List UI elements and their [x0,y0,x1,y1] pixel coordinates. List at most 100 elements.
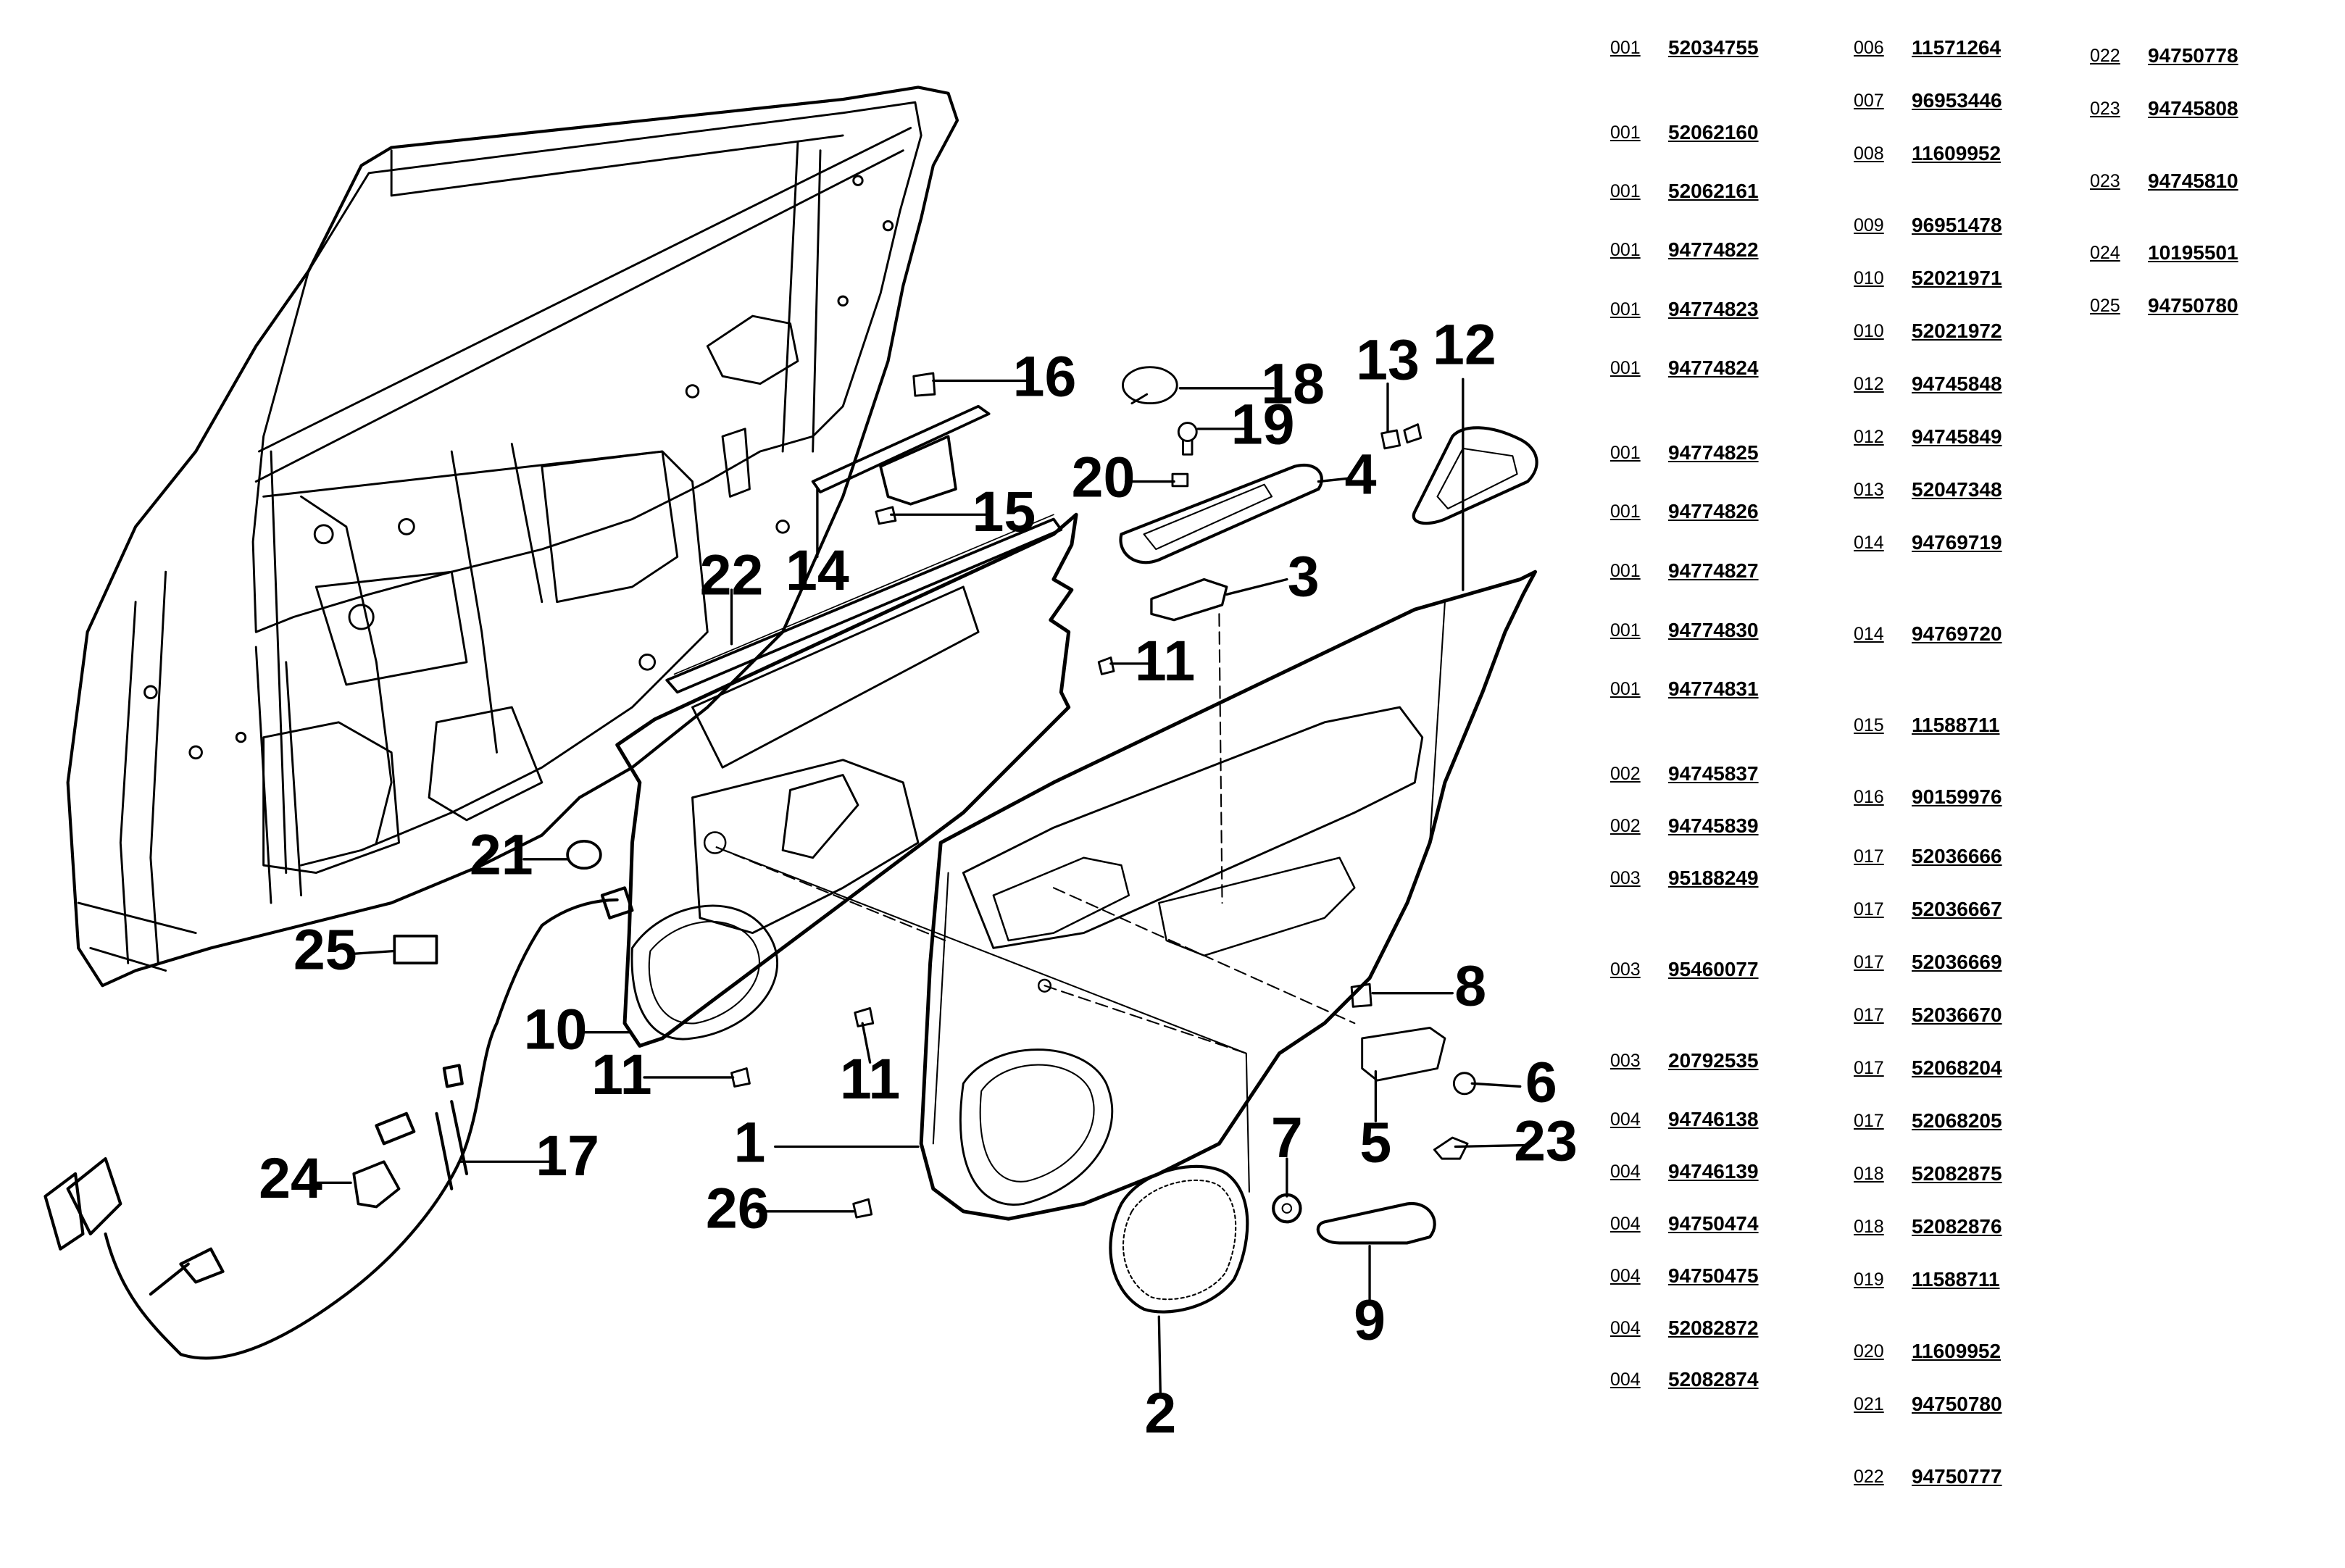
part-number-link[interactable]: 52082876 [1912,1215,2002,1238]
part-number-link[interactable]: 11609952 [1912,142,2002,164]
part-ref-number: 001 [1610,620,1641,641]
part-number-link[interactable]: 52082875 [1912,1162,2002,1185]
callout-label: 19 [1231,393,1295,456]
callout-label: 16 [1013,344,1077,408]
part-number-link[interactable]: 94745837 [1668,762,1759,785]
part-number-link[interactable]: 94750474 [1668,1212,1759,1235]
part-number-link[interactable]: 94769719 [1912,531,2002,554]
speaker-grille [1109,1164,1249,1314]
part-number-link[interactable]: 96951478 [1912,214,2002,236]
foam-pad [393,934,438,965]
part-number-link[interactable]: 94774827 [1668,559,1759,582]
part-number-link[interactable]: 94774826 [1668,500,1759,522]
part-number-link[interactable]: 94774822 [1668,238,1759,261]
part-number-link[interactable]: 95460077 [1668,958,1759,980]
part-ref-number: 010 [1854,268,1884,288]
parts-list-row: 010 52021971 [1838,264,2048,293]
part-number-link[interactable]: 94774823 [1668,298,1759,320]
part-number-link[interactable]: 52082872 [1668,1317,1759,1339]
part-number-link[interactable]: 94774824 [1668,356,1759,379]
part-number-link[interactable]: 94769720 [1912,622,2002,645]
part-ref-number: 004 [1610,1369,1641,1390]
part-ref-number: 001 [1610,358,1641,378]
callout-label: 11 [840,1047,900,1111]
part-number-link[interactable]: 52062161 [1668,180,1759,202]
part-ref-number: 017 [1854,952,1884,972]
part-number-link[interactable]: 94745808 [2148,97,2238,120]
part-number-link[interactable]: 94750780 [1912,1393,2002,1415]
part-number-link[interactable]: 10195501 [2148,241,2238,264]
part-ref-number: 022 [1854,1467,1884,1487]
part-number-link[interactable]: 52068204 [1912,1056,2002,1079]
part-number-link[interactable]: 52082874 [1668,1368,1759,1390]
part-number-link[interactable]: 94750778 [2148,44,2238,67]
part-number-link[interactable]: 52034755 [1668,36,1759,59]
part-number-link[interactable]: 52021971 [1912,267,2002,289]
part-ref-number: 020 [1854,1341,1884,1361]
part-number-link[interactable]: 52068205 [1912,1109,2002,1132]
callout-label: 17 [536,1124,599,1188]
mounting-bracket [811,404,991,506]
callout-label: 3 [1288,544,1320,608]
part-number-link[interactable]: 94750777 [1912,1465,2002,1488]
part-number-link[interactable]: 94750780 [2148,294,2238,317]
part-number-link[interactable]: 52036667 [1912,898,2002,920]
part-number-link[interactable]: 11609952 [1912,1340,2002,1362]
part-ref-number: 003 [1610,868,1641,888]
part-number-link[interactable]: 52062160 [1668,121,1759,143]
callout-label: 14 [786,538,849,602]
part-number-link[interactable]: 52036670 [1912,1004,2002,1026]
part-number-link[interactable]: 94745848 [1912,372,2002,395]
parts-list-row: 003 95188249 [1594,864,1804,893]
part-number-link[interactable]: 52047348 [1912,478,2002,501]
parts-list-row: 001 94774827 [1594,556,1804,585]
part-number-link[interactable]: 52021972 [1912,320,2002,342]
callout-label: 7 [1271,1106,1303,1169]
part-ref-number: 004 [1610,1214,1641,1234]
part-number-link[interactable]: 52036666 [1912,845,2002,867]
part-number-link[interactable]: 11588711 [1912,1268,2000,1290]
part-number-link[interactable]: 94750475 [1668,1264,1759,1287]
part-number-link[interactable]: 20792535 [1668,1049,1759,1072]
callout-label: 20 [1072,445,1136,509]
callout-label: 26 [706,1177,770,1240]
parts-list-row: 001 94774830 [1594,616,1804,645]
part-number-link[interactable]: 96953446 [1912,89,2002,112]
part-number-link[interactable]: 94774831 [1668,677,1759,700]
part-number-link[interactable]: 94745849 [1912,425,2002,448]
part-ref-number: 001 [1610,299,1641,320]
part-ref-number: 001 [1610,561,1641,581]
part-number-link[interactable]: 94746139 [1668,1160,1759,1183]
washer [1272,1193,1302,1224]
part-number-link[interactable]: 52036669 [1912,951,2002,973]
part-number-link[interactable]: 11588711 [1912,714,2000,736]
part-number-link[interactable]: 94745810 [2148,170,2238,192]
callout-label: 6 [1525,1050,1557,1114]
part-number-link[interactable]: 94746138 [1668,1108,1759,1130]
part-ref-number: 015 [1854,715,1884,735]
part-number-link[interactable]: 95188249 [1668,867,1759,889]
callout-label: 12 [1433,313,1496,377]
part-ref-number: 004 [1610,1318,1641,1338]
part-ref-number: 014 [1854,624,1884,644]
part-number-link[interactable]: 94774830 [1668,619,1759,641]
part-number-link[interactable]: 90159976 [1912,785,2002,808]
callout-label: 10 [524,998,588,1062]
part-number-link[interactable]: 94745839 [1668,814,1759,837]
part-number-link[interactable]: 94774825 [1668,441,1759,464]
part-number-link[interactable]: 11571264 [1912,36,2002,59]
parts-list-row: 001 94774824 [1594,354,1804,383]
belt-weatherstrip [665,517,1063,694]
